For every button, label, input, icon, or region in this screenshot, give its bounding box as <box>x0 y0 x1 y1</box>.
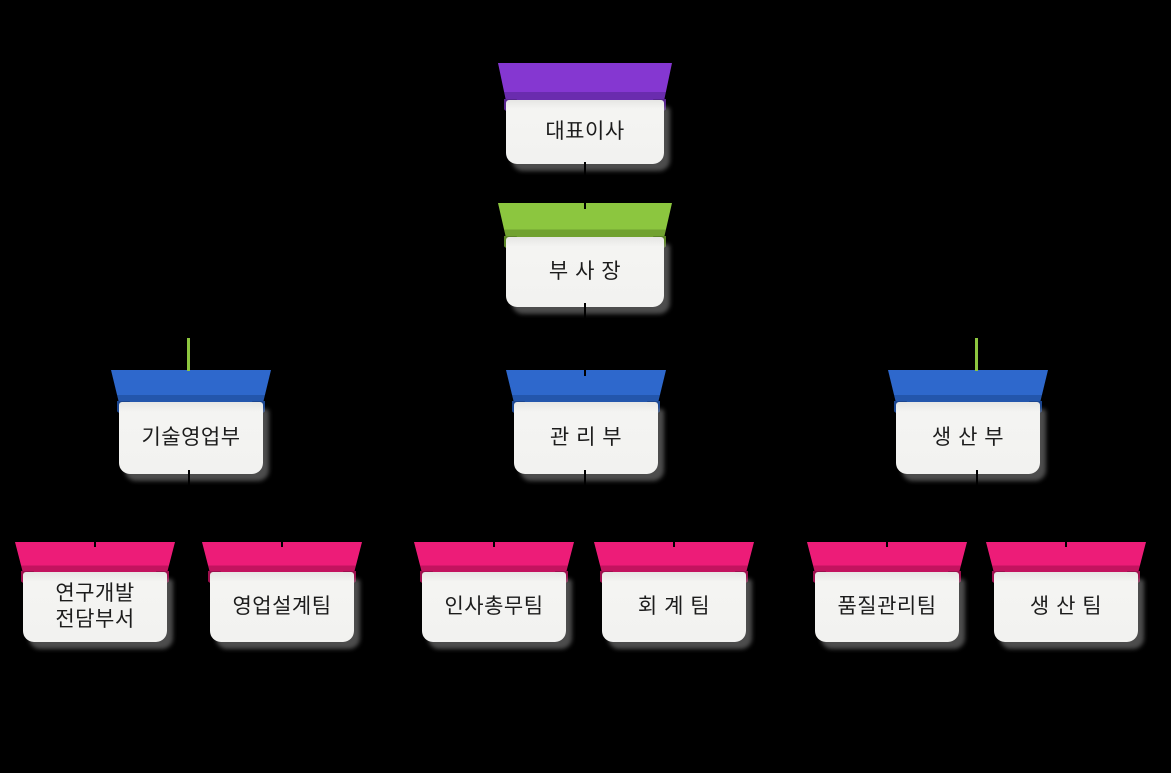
org-node-dept-production[interactable]: 생 산 부 <box>888 370 1048 474</box>
connector-drop-team-production <box>1065 509 1067 547</box>
connector-vp-stem <box>584 303 586 339</box>
node-body: 회 계 팀 <box>602 572 746 642</box>
node-label: 대표이사 <box>545 120 625 143</box>
node-label: 인사총무팀 <box>444 595 544 618</box>
node-label: 관 리 부 <box>549 426 623 449</box>
node-ribbon <box>594 542 754 573</box>
connector-drop-production <box>975 338 978 371</box>
org-node-team-sales-design[interactable]: 영업설계팀 <box>202 542 362 642</box>
org-node-team-quality[interactable]: 품질관리팀 <box>807 542 967 642</box>
node-body: 부 사 장 <box>506 237 664 307</box>
org-node-dept-tech-sales[interactable]: 기술영업부 <box>111 370 271 474</box>
node-ribbon <box>498 63 672 101</box>
node-label: 기술영업부 <box>141 426 241 449</box>
node-body: 인사총무팀 <box>422 572 566 642</box>
node-ribbon <box>807 542 967 573</box>
node-ribbon <box>202 542 362 573</box>
connector-admin-stem <box>584 470 586 510</box>
connector-drop-admin <box>584 337 586 376</box>
connector-dept-rail <box>188 337 978 339</box>
connector-team-rail-left <box>94 509 283 511</box>
node-label: 부 사 장 <box>548 260 622 283</box>
org-node-team-rnd[interactable]: 연구개발 전담부서 <box>15 542 175 642</box>
connector-drop-tech-sales <box>187 338 190 371</box>
node-label: 연구개발 전담부서 <box>55 582 135 631</box>
node-ribbon <box>888 370 1048 403</box>
connector-team-rail-right <box>886 509 1067 511</box>
org-node-ceo[interactable]: 대표이사 <box>498 63 672 164</box>
node-ribbon <box>506 370 666 403</box>
node-body: 영업설계팀 <box>210 572 354 642</box>
node-label: 생 산 팀 <box>1029 595 1103 618</box>
org-node-vice-president[interactable]: 부 사 장 <box>498 203 672 307</box>
node-label: 회 계 팀 <box>637 595 711 618</box>
node-body: 생 산 팀 <box>994 572 1138 642</box>
node-body: 기술영업부 <box>119 402 263 474</box>
org-node-team-production[interactable]: 생 산 팀 <box>986 542 1146 642</box>
node-label: 생 산 부 <box>931 426 1005 449</box>
org-node-team-hr-general[interactable]: 인사총무팀 <box>414 542 574 642</box>
connector-drop-team-hr-general <box>493 509 495 547</box>
node-ribbon <box>15 542 175 573</box>
node-body: 연구개발 전담부서 <box>23 572 167 642</box>
node-ribbon <box>111 370 271 403</box>
node-body: 품질관리팀 <box>815 572 959 642</box>
org-node-team-accounting[interactable]: 회 계 팀 <box>594 542 754 642</box>
node-label: 품질관리팀 <box>837 595 937 618</box>
node-label: 영업설계팀 <box>232 595 332 618</box>
connector-drop-team-accounting <box>673 509 675 547</box>
connector-production-stem <box>976 470 978 510</box>
node-ribbon <box>986 542 1146 573</box>
connector-team-rail-center <box>493 509 676 511</box>
connector-drop-team-quality <box>886 509 888 547</box>
node-body: 생 산 부 <box>896 402 1040 474</box>
node-body: 관 리 부 <box>514 402 658 474</box>
connector-ceo-vp <box>584 162 586 209</box>
connector-tech-sales-stem <box>188 470 190 510</box>
node-body: 대표이사 <box>506 100 664 164</box>
connector-drop-team-rnd <box>94 509 96 547</box>
org-node-dept-admin[interactable]: 관 리 부 <box>506 370 666 474</box>
connector-drop-team-sales-design <box>281 509 283 547</box>
node-ribbon <box>414 542 574 573</box>
